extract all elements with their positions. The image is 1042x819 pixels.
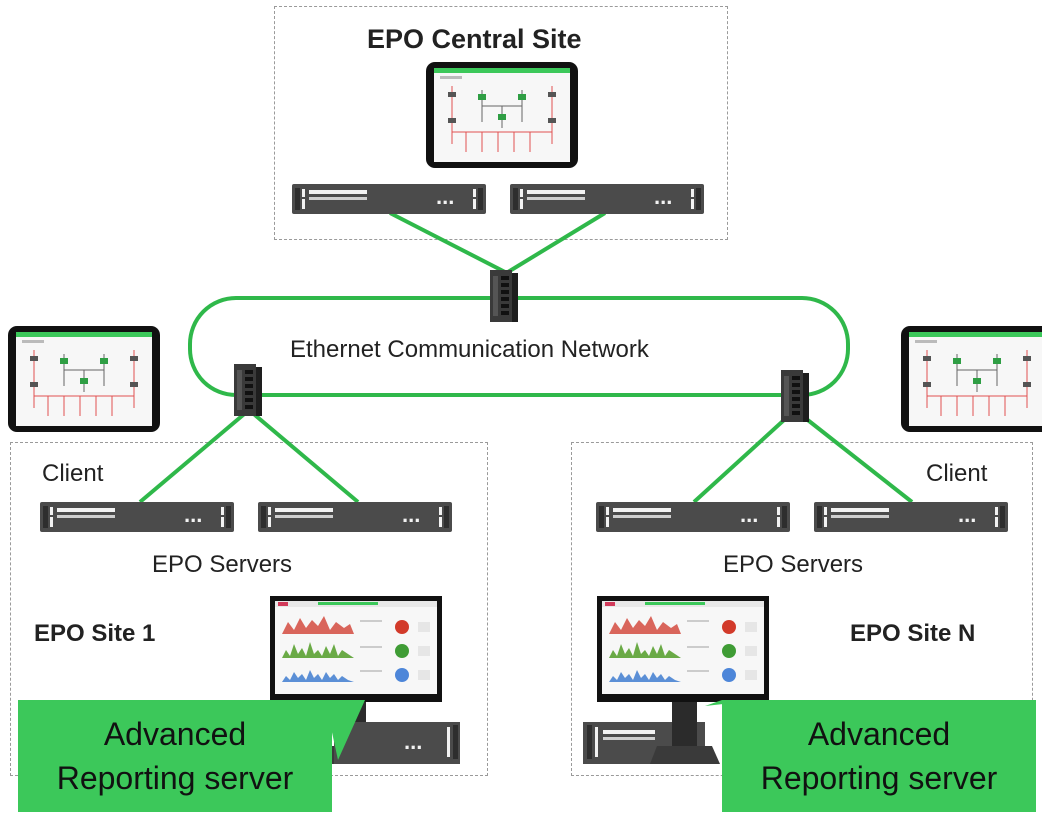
site-1-callout-pointer	[325, 700, 365, 760]
site-1-servers-label: EPO Servers	[152, 551, 293, 578]
site-n-client-label: Client	[926, 460, 988, 487]
network-ring	[188, 296, 850, 397]
site-1-desktop-dots: ...	[404, 729, 423, 754]
site-n-rack-server-2-icon	[814, 502, 1008, 532]
central-switch-icon	[490, 270, 518, 322]
central-rack-2-dots: ...	[654, 184, 673, 209]
site-1-title: EPO Site 1	[34, 620, 156, 647]
site-n-callout-line-2: Reporting server	[760, 760, 998, 796]
site-1-callout-line-2: Reporting server	[56, 760, 294, 796]
site-1-rack-server-1-icon	[40, 502, 234, 532]
site-n-servers-label: EPO Servers	[723, 551, 864, 578]
site-n-callout-line-1: Advanced	[807, 716, 951, 752]
network-label: Ethernet Communication Network	[290, 336, 649, 363]
site-n-rack-server-1-icon	[596, 502, 790, 532]
site-1-reporting-callout: Advanced Reporting server	[18, 700, 332, 812]
site-1-callout-line-1: Advanced	[103, 716, 247, 752]
site-1-client-tablet-icon	[7, 325, 161, 433]
site-n-title: EPO Site N	[850, 620, 976, 647]
site-n-monitor-icon	[597, 596, 769, 702]
site-1-rack-2-dots: ...	[402, 502, 421, 527]
site-1-rack-1-dots: ...	[184, 502, 203, 527]
central-rack-1-dots: ...	[436, 184, 455, 209]
site-1-rack-server-2-icon	[258, 502, 452, 532]
site-n-switch-icon	[781, 370, 809, 422]
site-n-rack-1-dots: ...	[740, 502, 759, 527]
central-rack-server-2-icon	[510, 184, 704, 214]
central-site-box	[274, 6, 728, 240]
central-site-title: EPO Central Site	[367, 24, 582, 54]
site-n-client-tablet-icon	[900, 325, 1042, 433]
site-1-desktop-server-icon	[334, 722, 460, 764]
site-1-monitor-icon	[270, 596, 442, 702]
network-links	[138, 211, 914, 504]
central-tablet-icon	[425, 61, 579, 169]
site-n-rack-2-dots: ...	[958, 502, 977, 527]
site-1-switch-icon	[234, 364, 262, 416]
site-1-client-label: Client	[42, 460, 104, 487]
site-n-reporting-callout: Advanced Reporting server	[722, 700, 1036, 812]
central-rack-server-1-icon	[292, 184, 486, 214]
